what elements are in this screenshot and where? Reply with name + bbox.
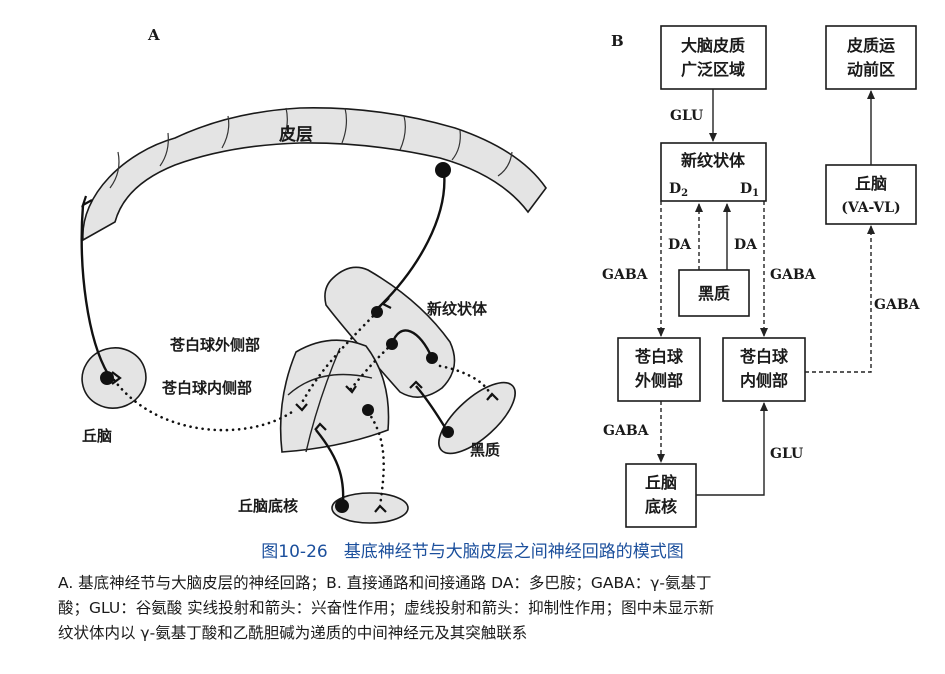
thalamus-box — [825, 164, 917, 225]
cortex-box-line2: 广泛区域 — [681, 60, 745, 79]
gp-stn-fiber — [315, 429, 345, 507]
panel-a-label: A — [147, 26, 160, 44]
glu-top-label: GLU — [670, 108, 703, 124]
striatum-internal-fiber — [390, 329, 434, 359]
stn-to-gpi-arrow — [696, 402, 768, 496]
caption-line: 纹状体内以 γ-氨基丁酸和乙酰胆碱为递质的中间神经元及其突触联系 — [58, 624, 528, 642]
striatum-box — [660, 142, 767, 202]
gaba-thalamus-label: GABA — [874, 297, 921, 313]
substantia-nigra-region — [438, 381, 516, 455]
circuit-diagram: A 皮层 — [80, 25, 921, 528]
caption-line: 酸；GLU：谷氨酸 实线投射和箭头：兴奋性作用；虚线投射和箭头：抑制性作用；图中… — [58, 599, 715, 617]
cortex-label: 皮层 — [279, 124, 313, 145]
cortex-box — [660, 25, 767, 90]
figure-title: 基底神经节与大脑皮层之间神经回路的模式图 — [343, 542, 684, 562]
substantia-nigra-box — [678, 269, 750, 317]
stn-region — [331, 492, 409, 524]
cortex-striatum-fiber — [375, 171, 446, 311]
striatum-label: 新纹状体 — [427, 300, 488, 318]
cortex-thalamus-fiber — [80, 204, 110, 375]
cortex-box-line1: 大脑皮质 — [681, 36, 745, 55]
glu-bottom-label: GLU — [770, 446, 803, 462]
gaba-stn-label: GABA — [603, 423, 650, 439]
cortex-band — [82, 107, 547, 242]
gpe-box — [617, 337, 701, 402]
gpi-label: 苍白球内侧部 — [161, 379, 252, 397]
caption-line: A. 基底神经节与大脑皮层的神经回路；B. 直接通路和间接通路 DA：多巴胺；G… — [58, 574, 712, 592]
gpi-box — [722, 337, 806, 402]
d2-label: D2 — [669, 181, 688, 199]
striatum-box-label: 新纹状体 — [681, 151, 746, 170]
premotor-box-line2: 动前区 — [847, 60, 895, 79]
da-right-label: DA — [734, 237, 758, 253]
thalamus-box-line1: 丘脑 — [855, 174, 887, 193]
gaba-right-label: GABA — [770, 267, 817, 283]
gpi-box-line1: 苍白球 — [739, 347, 789, 366]
d1-label: D1 — [740, 181, 759, 199]
thalamus-box-line2: (VA-VL) — [841, 200, 900, 216]
figure-number: 图10-26 — [261, 542, 328, 562]
figure-caption-title: 图10-26 基底神经节与大脑皮层之间神经回路的模式图 — [0, 537, 945, 562]
gpi-box-line2: 内侧部 — [740, 371, 788, 390]
stn-box-line2: 底核 — [645, 497, 677, 516]
striatum-gp-fiber-2 — [348, 342, 394, 392]
gpe-box-line1: 苍白球 — [634, 347, 684, 366]
gaba-left-label: GABA — [602, 267, 649, 283]
gp-divider-2 — [305, 347, 341, 453]
stn-box — [625, 463, 697, 528]
neuron-bodies — [100, 162, 454, 513]
striatum-gp-fiber-1 — [298, 310, 379, 408]
gpe-label: 苍白球外侧部 — [169, 336, 260, 354]
stn-dotted-fiber — [366, 410, 385, 508]
substantia-nigra-label: 黑质 — [470, 441, 500, 459]
gpe-box-line2: 外侧部 — [634, 371, 683, 390]
substantia-nigra-box-label: 黑质 — [698, 284, 730, 303]
gpi-thalamus-fiber — [112, 378, 294, 432]
stn-label: 丘脑底核 — [238, 497, 298, 515]
stn-box-line1: 丘脑 — [645, 473, 677, 492]
figure-caption-body: A. 基底神经节与大脑皮层的神经回路；B. 直接通路和间接通路 DA：多巴胺；G… — [58, 571, 928, 646]
thalamus-label: 丘脑 — [82, 427, 112, 445]
da-left-label: DA — [668, 237, 692, 253]
panel-b-label: B — [611, 32, 624, 50]
cortex-folds — [109, 107, 513, 189]
globus-pallidus-region — [279, 339, 390, 453]
synapse-terminals — [81, 195, 499, 513]
premotor-box — [825, 25, 917, 90]
gpi-to-thalamus-arrow — [805, 225, 875, 373]
premotor-box-line1: 皮质运 — [846, 36, 895, 55]
striatum-region — [324, 266, 456, 398]
